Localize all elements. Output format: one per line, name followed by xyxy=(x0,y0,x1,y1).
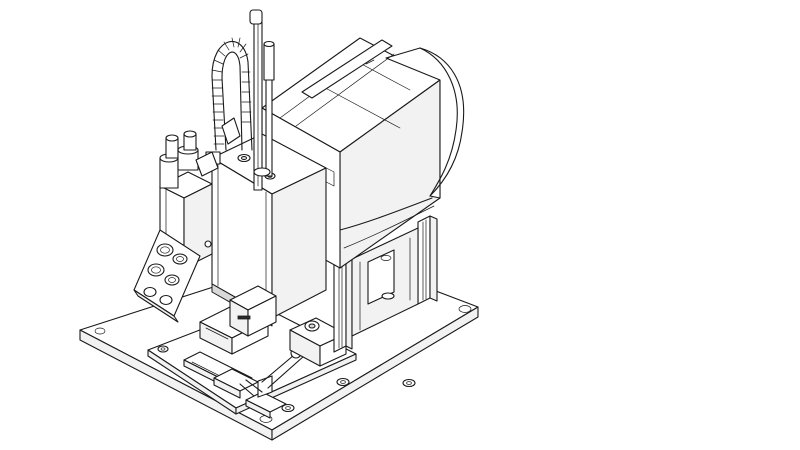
aluminium-profile xyxy=(333,255,353,353)
screw xyxy=(157,345,169,353)
push-button xyxy=(172,253,188,265)
air-filter-unit xyxy=(159,130,219,189)
push-button xyxy=(143,286,157,298)
guide-rod xyxy=(249,9,275,191)
push-button xyxy=(159,294,173,306)
screw xyxy=(336,377,350,387)
cable-chain xyxy=(211,37,253,151)
push-button xyxy=(147,263,165,277)
column-back-panel xyxy=(351,227,419,337)
press-head xyxy=(229,285,277,337)
screw xyxy=(402,378,416,388)
screw xyxy=(281,403,295,413)
control-panel xyxy=(133,171,213,323)
push-button xyxy=(156,243,174,257)
push-button xyxy=(164,274,180,286)
aluminium-profile xyxy=(417,215,438,305)
